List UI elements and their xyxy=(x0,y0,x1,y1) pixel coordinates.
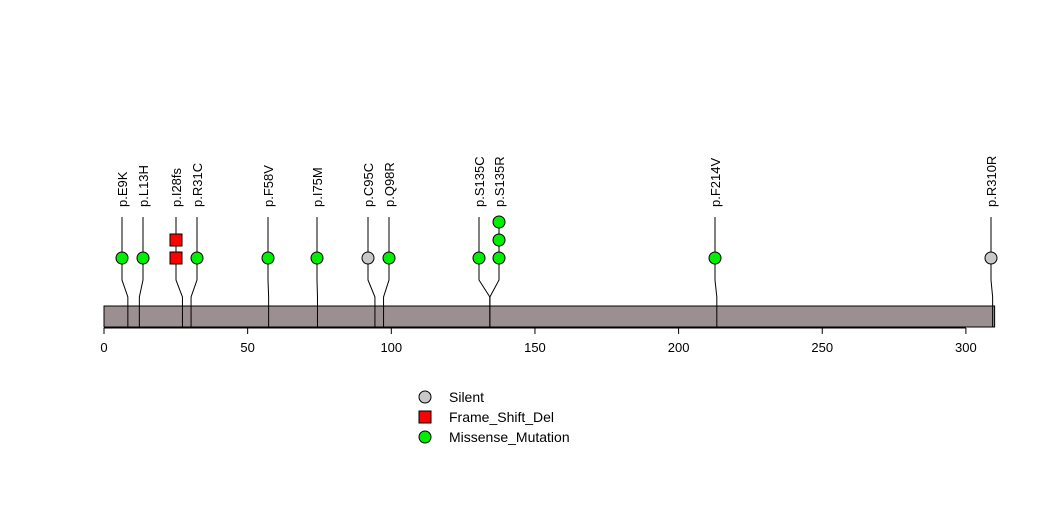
protein-bar xyxy=(104,306,995,327)
missense-marker xyxy=(116,252,128,264)
missense-marker xyxy=(262,252,274,264)
legend-label: Frame_Shift_Del xyxy=(449,409,554,425)
mutation-label: p.C95C xyxy=(361,163,376,207)
silent-marker xyxy=(362,252,374,264)
mutation-label: p.R31C xyxy=(190,163,205,207)
missense-marker xyxy=(383,252,395,264)
missense-marker xyxy=(311,252,323,264)
silent-marker xyxy=(985,252,997,264)
missense-marker xyxy=(191,252,203,264)
legend-circle-icon xyxy=(419,431,431,443)
missense-marker xyxy=(709,252,721,264)
legend-square-icon xyxy=(419,411,431,423)
mutation-label: p.S135R xyxy=(492,156,507,207)
missense-marker xyxy=(137,252,149,264)
x-tick-label: 300 xyxy=(955,340,977,355)
mutation-label: p.F214V xyxy=(708,158,723,207)
legend-label: Silent xyxy=(449,389,484,405)
mutation-label: p.F58V xyxy=(261,165,276,207)
mutation-label: p.R310R xyxy=(984,156,999,207)
x-tick-label: 50 xyxy=(240,340,254,355)
legend-circle-icon xyxy=(419,391,431,403)
mutation-label: p.I28fs xyxy=(169,167,184,207)
mutation-label: p.I75M xyxy=(310,167,325,207)
frameshift-marker xyxy=(170,252,182,264)
missense-marker xyxy=(493,252,505,264)
legend-label: Missense_Mutation xyxy=(449,429,570,445)
x-tick-label: 150 xyxy=(524,340,546,355)
missense-marker xyxy=(493,234,505,246)
x-tick-label: 200 xyxy=(668,340,690,355)
mutation-label: p.L13H xyxy=(136,165,151,207)
mutation-label: p.Q98R xyxy=(382,162,397,207)
x-tick-label: 0 xyxy=(100,340,107,355)
x-tick-label: 100 xyxy=(380,340,402,355)
frameshift-marker xyxy=(170,234,182,246)
missense-marker xyxy=(493,216,505,228)
mutation-label: p.S135C xyxy=(472,156,487,207)
mutation-label: p.E9K xyxy=(115,171,130,207)
x-tick-label: 250 xyxy=(811,340,833,355)
missense-marker xyxy=(473,252,485,264)
